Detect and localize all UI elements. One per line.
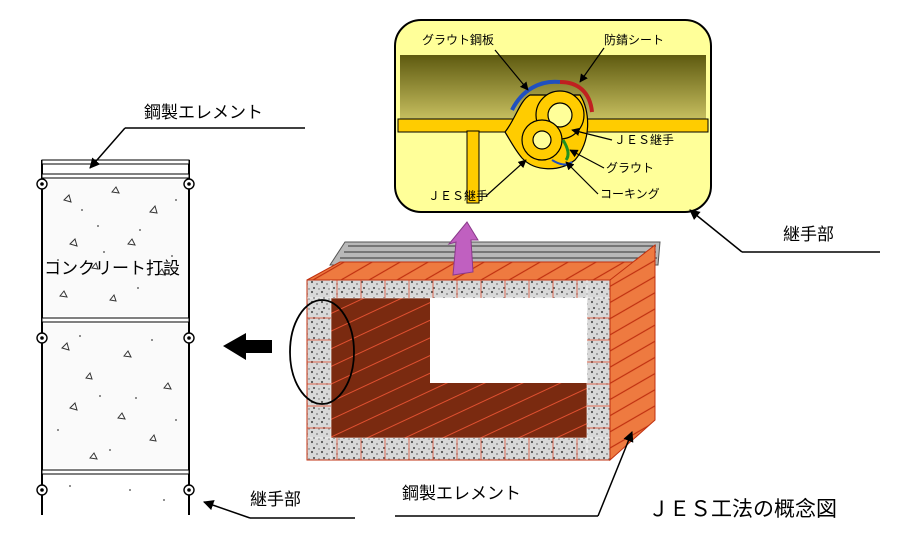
joint-detail-callout: グラウト鋼板 防錆シート ＪＥＳ継手 グラウト コーキング ＪＥＳ継手 (394, 19, 712, 213)
label-concrete: コンクリート打設 (44, 259, 180, 279)
left-element-column: 鋼製エレメント コンクリート打設 継手部 (36, 103, 355, 519)
label-antirust-sheet: 防錆シート (604, 32, 664, 47)
label-jes-joint-left: ＪＥＳ継手 (428, 188, 488, 203)
label-steel-element-bottom: 鋼製エレメント (402, 484, 521, 504)
label-joint-right: 継手部 (783, 225, 834, 245)
concrete-cell-upper (43, 180, 188, 316)
highlight-ellipse (289, 299, 355, 405)
label-joint-left: 継手部 (250, 490, 301, 510)
label-grout: グラウト (606, 161, 654, 175)
label-jes-joint-right: ＪＥＳ継手 (614, 132, 674, 147)
leader-steel-element-top (89, 127, 126, 169)
zoom-arrow (447, 221, 479, 276)
diagram-title: ＪＥＳ工法の概念図 (648, 497, 837, 521)
direction-arrow (223, 333, 272, 360)
leader-steel-element-bottom (597, 431, 634, 517)
box-side-face (609, 243, 656, 462)
label-caulking: コーキング (600, 187, 660, 201)
label-steel-element-top: 鋼製エレメント (144, 103, 263, 123)
label-grout-steel-plate: グラウト鋼板 (422, 33, 494, 47)
box-structure: 鋼製エレメント (289, 221, 661, 517)
leader-joint-left (203, 500, 251, 519)
leader-joint-right (689, 209, 743, 253)
concrete-cell-lower (43, 324, 188, 468)
